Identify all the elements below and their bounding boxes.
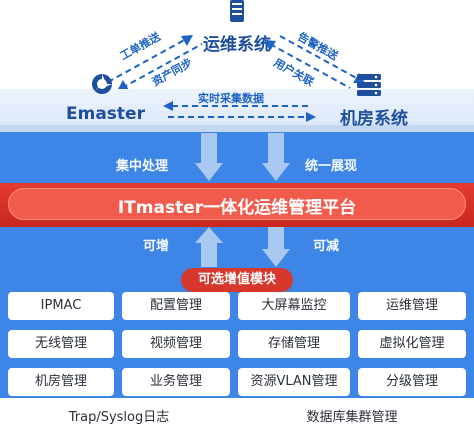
module-virtualization[interactable]: 虚拟化管理 — [358, 330, 466, 358]
module-video[interactable]: 视频管理 — [122, 330, 230, 358]
module-bigscreen[interactable]: 大屏幕监控 — [238, 292, 350, 320]
server-icon — [229, 0, 245, 22]
flow-label-centralized: 集中处理 — [116, 159, 169, 174]
module-storage[interactable]: 存储管理 — [238, 330, 350, 358]
emaster-logo-icon — [91, 73, 113, 95]
module-business[interactable]: 业务管理 — [122, 368, 230, 396]
flow-label-add: 可增 — [143, 239, 170, 254]
flow-label-unified: 统一展现 — [305, 159, 358, 174]
down-arrow-right — [262, 133, 290, 181]
module-db-cluster[interactable]: 数据库集群管理 — [238, 404, 466, 432]
module-config[interactable]: 配置管理 — [122, 292, 230, 320]
flow-label-reduce: 可减 — [313, 239, 340, 254]
module-ipmac[interactable]: IPMAC — [8, 292, 114, 320]
modules-header: 可选增值模块 — [181, 268, 293, 292]
up-arrow-left — [195, 227, 223, 267]
realtime-dashed-arrows — [163, 101, 316, 122]
platform-band — [0, 89, 474, 133]
emaster-title: Emaster — [66, 104, 145, 124]
machine-room-title: 机房系统 — [340, 109, 408, 129]
server-rack-icon — [356, 74, 382, 98]
platform-bar: ITmaster一体化运维管理平台 — [0, 183, 474, 227]
module-machine-room[interactable]: 机房管理 — [8, 368, 114, 396]
module-ops[interactable]: 运维管理 — [358, 292, 466, 320]
tag-realtime-collect: 实时采集数据 — [198, 92, 264, 105]
down-arrow-left — [195, 133, 223, 181]
module-tiered[interactable]: 分级管理 — [358, 368, 466, 396]
platform-title: ITmaster一体化运维管理平台 — [117, 198, 357, 218]
dashed-flow-arrows — [107, 35, 365, 91]
middle-blue-band — [0, 132, 474, 398]
platform-bar-inner: ITmaster一体化运维管理平台 — [8, 188, 466, 220]
module-vlan[interactable]: 资源VLAN管理 — [238, 368, 350, 396]
module-wireless[interactable]: 无线管理 — [8, 330, 114, 358]
module-trap-syslog[interactable]: Trap/Syslog日志 — [8, 404, 230, 432]
ops-system-title: 运维系统 — [203, 35, 271, 55]
down-arrow-right-lower — [262, 227, 290, 267]
